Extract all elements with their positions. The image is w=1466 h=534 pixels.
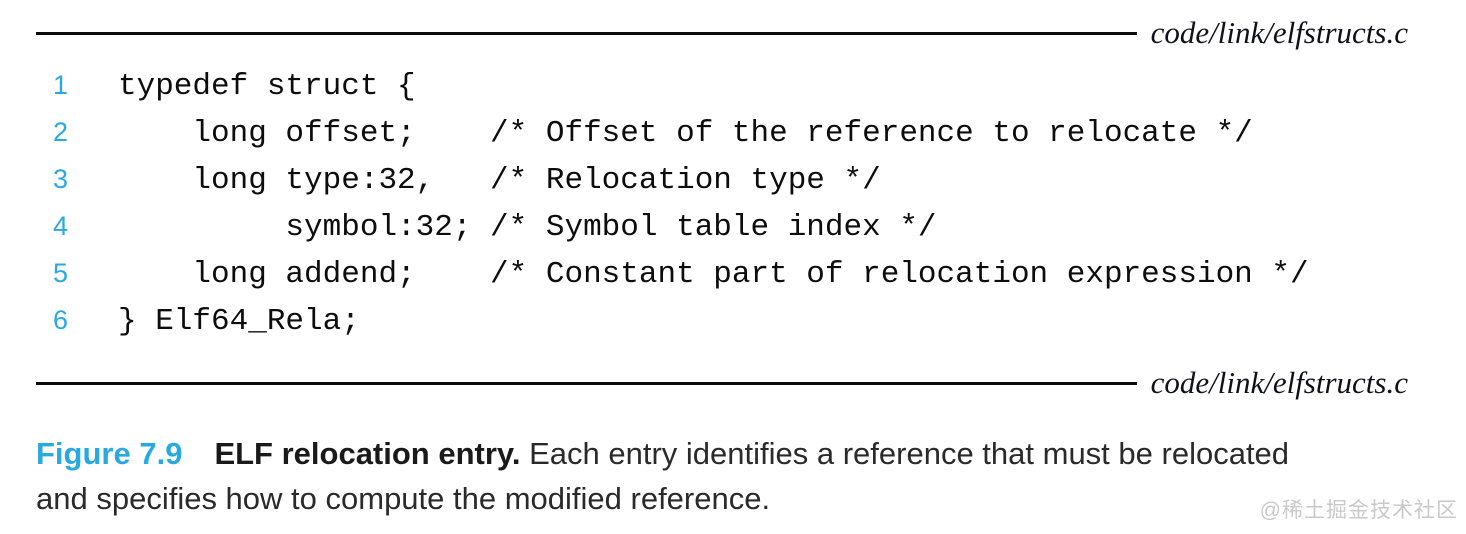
code-text: symbol:32; /* Symbol table index */	[118, 210, 937, 245]
code-line: 5 long addend; /* Constant part of reloc…	[0, 250, 1466, 297]
top-horizontal-rule	[36, 31, 1137, 35]
line-number: 4	[52, 211, 68, 241]
line-number: 2	[52, 117, 68, 147]
code-line: 6 } Elf64_Rela;	[0, 297, 1466, 344]
watermark-text: @稀土掘金技术社区	[1259, 499, 1458, 522]
line-number: 3	[52, 164, 68, 194]
bottom-source-file-label: code/link/elfstructs.c	[1150, 365, 1408, 400]
figure-title: ELF relocation entry.	[214, 436, 521, 471]
code-text: } Elf64_Rela;	[118, 304, 360, 339]
code-line: 4 symbol:32; /* Symbol table index */	[0, 203, 1466, 250]
line-number: 5	[52, 258, 68, 288]
top-source-rule-row: code/link/elfstructs.c	[36, 15, 1408, 50]
code-line: 3 long type:32, /* Relocation type */	[0, 156, 1466, 203]
code-text: long type:32, /* Relocation type */	[118, 163, 881, 198]
code-text: long offset; /* Offset of the reference …	[118, 116, 1253, 151]
bottom-horizontal-rule	[36, 381, 1137, 385]
bottom-source-rule-row: code/link/elfstructs.c	[36, 365, 1408, 400]
top-source-file-label: code/link/elfstructs.c	[1150, 15, 1408, 50]
code-listing: 1 typedef struct { 2 long offset; /* Off…	[0, 62, 1466, 344]
code-line: 1 typedef struct {	[0, 62, 1466, 109]
caption-body-line1: Each entry identifies a reference that m…	[529, 436, 1290, 471]
code-line: 2 long offset; /* Offset of the referenc…	[0, 109, 1466, 156]
code-text: long addend; /* Constant part of relocat…	[118, 257, 1309, 292]
figure-caption: Figure 7.9 ELF relocation entry. Each ent…	[36, 431, 1426, 521]
line-number: 6	[52, 305, 68, 335]
caption-body-line2: and specifies how to compute the modifie…	[36, 481, 771, 516]
line-number: 1	[52, 70, 68, 100]
code-text: typedef struct {	[118, 69, 416, 104]
figure-number-label: Figure 7.9	[36, 436, 183, 471]
